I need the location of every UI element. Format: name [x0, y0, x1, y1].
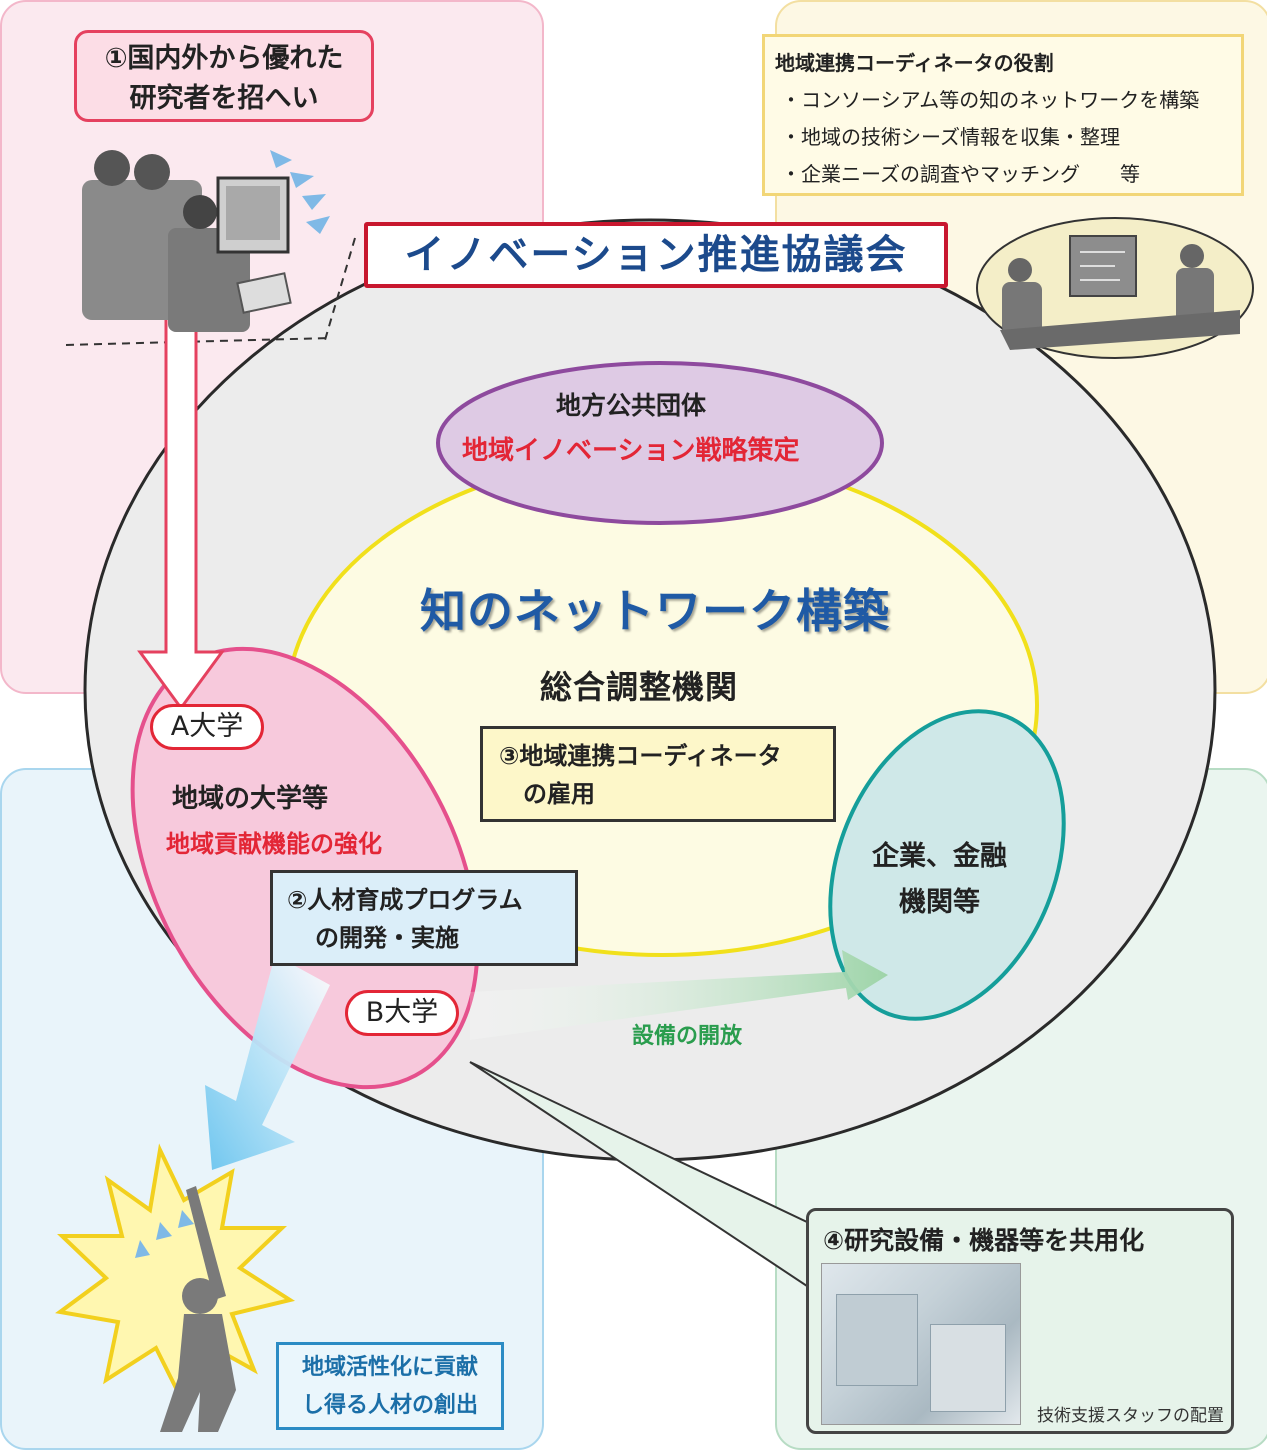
dashed-divider-horizontal: [65, 337, 331, 346]
government-ellipse: [436, 361, 884, 525]
government-subtitle: 地域イノベーション戦略策定: [462, 436, 800, 466]
researchers-illustration: [82, 150, 330, 332]
talent-creation-box: 地域活性化に貢献 し得る人材の創出: [276, 1342, 504, 1430]
coordinator-line-1: ③地域連携コーディネータ: [499, 742, 782, 770]
meeting-illustration: [976, 217, 1254, 359]
roles-item: ・企業ニーズの調査やマッチング 等: [781, 162, 1140, 186]
hr-program-line-2: の開発・実施: [315, 924, 459, 952]
roles-item: ・地域の技術シーズ情報を収集・整理: [781, 125, 1120, 149]
coordinator-roles-box: 地域連携コーディネータの役割 ・コンソーシアム等の知のネットワークを構築 ・地域…: [762, 34, 1244, 196]
staff-caption: 技術支援スタッフの配置: [1037, 1406, 1224, 1426]
sharing-title: ④研究設備・機器等を共用化: [823, 1226, 1145, 1255]
recruit-line-2: 研究者を招へい: [129, 83, 319, 114]
recruit-researchers-box: ①国内外から優れた 研究者を招へい: [74, 30, 374, 122]
business-line-1: 企業、金融: [872, 841, 1007, 872]
talent-line-1: 地域活性化に貢献: [301, 1355, 478, 1380]
government-title: 地方公共団体: [556, 391, 707, 420]
equipment-sharing-box: ④研究設備・機器等を共用化 技術支援スタッフの配置: [806, 1208, 1234, 1434]
talent-arrow: [205, 955, 330, 1170]
university-a-badge: A大学: [150, 704, 264, 750]
network-title: 知のネットワーク構築: [420, 584, 890, 638]
council-title-box: イノベーション推進協議会: [364, 222, 948, 288]
recruit-arrow: [137, 316, 225, 711]
coordinating-body-label: 総合調整機関: [540, 668, 739, 706]
coordinator-line-2: の雇用: [523, 780, 595, 808]
dashed-divider-diagonal: [324, 237, 356, 341]
universities-subtitle: 地域貢献機能の強化: [166, 830, 382, 858]
open-facility-arrow: [470, 950, 888, 1040]
open-facility-label: 設備の開放: [632, 1024, 743, 1049]
university-b-label: B大学: [365, 997, 439, 1028]
roles-item: ・コンソーシアム等の知のネットワークを構築: [781, 88, 1200, 112]
talent-line-2: し得る人材の創出: [301, 1393, 478, 1418]
business-line-2: 機関等: [899, 887, 980, 918]
equipment-photo: [821, 1263, 1021, 1425]
universities-title: 地域の大学等: [172, 784, 329, 814]
hr-program-line-1: ②人材育成プログラム: [287, 886, 523, 914]
hr-program-box: ②人材育成プログラム の開発・実施: [270, 870, 578, 966]
business-ellipse: [828, 709, 1066, 1021]
talent-starburst-illustration: [55, 1143, 296, 1432]
recruit-line-1: ①国内外から優れた: [104, 43, 344, 74]
coordinator-hiring-box: ③地域連携コーディネータ の雇用: [480, 726, 836, 822]
university-b-badge: B大学: [345, 990, 459, 1036]
business-label: 企業、金融 機関等: [872, 834, 1007, 926]
council-title: イノベーション推進協議会: [404, 232, 908, 278]
university-a-label: A大学: [170, 711, 244, 742]
roles-title: 地域連携コーディネータの役割: [775, 51, 1054, 75]
